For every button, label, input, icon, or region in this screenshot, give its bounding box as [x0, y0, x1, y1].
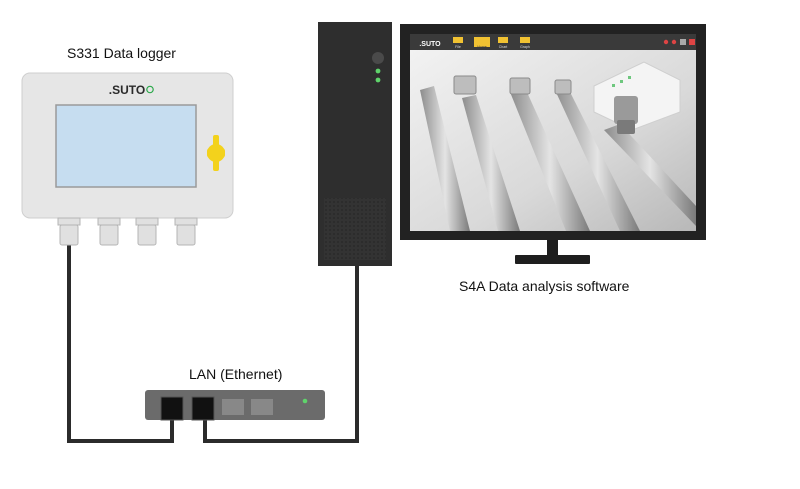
status-led-icon: [375, 68, 381, 74]
toolbar-item: Home: [477, 45, 486, 49]
monitor: .SUTO File Home Chart Graph: [400, 24, 706, 264]
ethernet-port-icon: [160, 396, 184, 421]
status-led-icon: [375, 77, 381, 83]
monitor-base: [515, 255, 590, 264]
software-brand-logo: .SUTO: [419, 41, 441, 48]
logger-brand-logo: .SUTO: [109, 83, 145, 97]
window-controls-icon: [663, 39, 695, 45]
software-toolbar: [410, 34, 696, 50]
logo-ring-icon: [146, 85, 154, 94]
logger-label: S331 Data logger: [67, 45, 176, 61]
sensor-rods: [420, 86, 696, 231]
status-led-icon: [302, 398, 308, 404]
power-button-icon: [372, 52, 384, 64]
pc-cable: [203, 265, 359, 443]
sensor-photo: [410, 50, 696, 231]
toolbar-item: File: [455, 45, 461, 49]
logger-cable: [67, 244, 174, 443]
ethernet-port-icon: [251, 399, 273, 415]
data-logger: .SUTO: [21, 72, 234, 246]
ethernet-cables: [67, 244, 359, 443]
pc-tower: [318, 22, 392, 266]
monitor-neck: [547, 240, 558, 255]
logger-screen: [55, 104, 197, 188]
lan-router: [145, 390, 325, 421]
network-label: LAN (Ethernet): [189, 366, 283, 382]
sensor-heads: [453, 75, 572, 95]
sensor-housing: [593, 61, 681, 134]
vent-grille: [324, 198, 386, 260]
cable-glands: [57, 217, 198, 246]
toolbar-item: Chart: [499, 45, 508, 49]
software-label: S4A Data analysis software: [459, 278, 630, 294]
toolbar-item: Graph: [520, 45, 530, 49]
toolbar-buttons: File Home Chart Graph: [453, 37, 530, 49]
ethernet-port-icon: [222, 399, 244, 415]
ethernet-port-icon: [191, 396, 215, 421]
knob-icon: [207, 135, 225, 171]
